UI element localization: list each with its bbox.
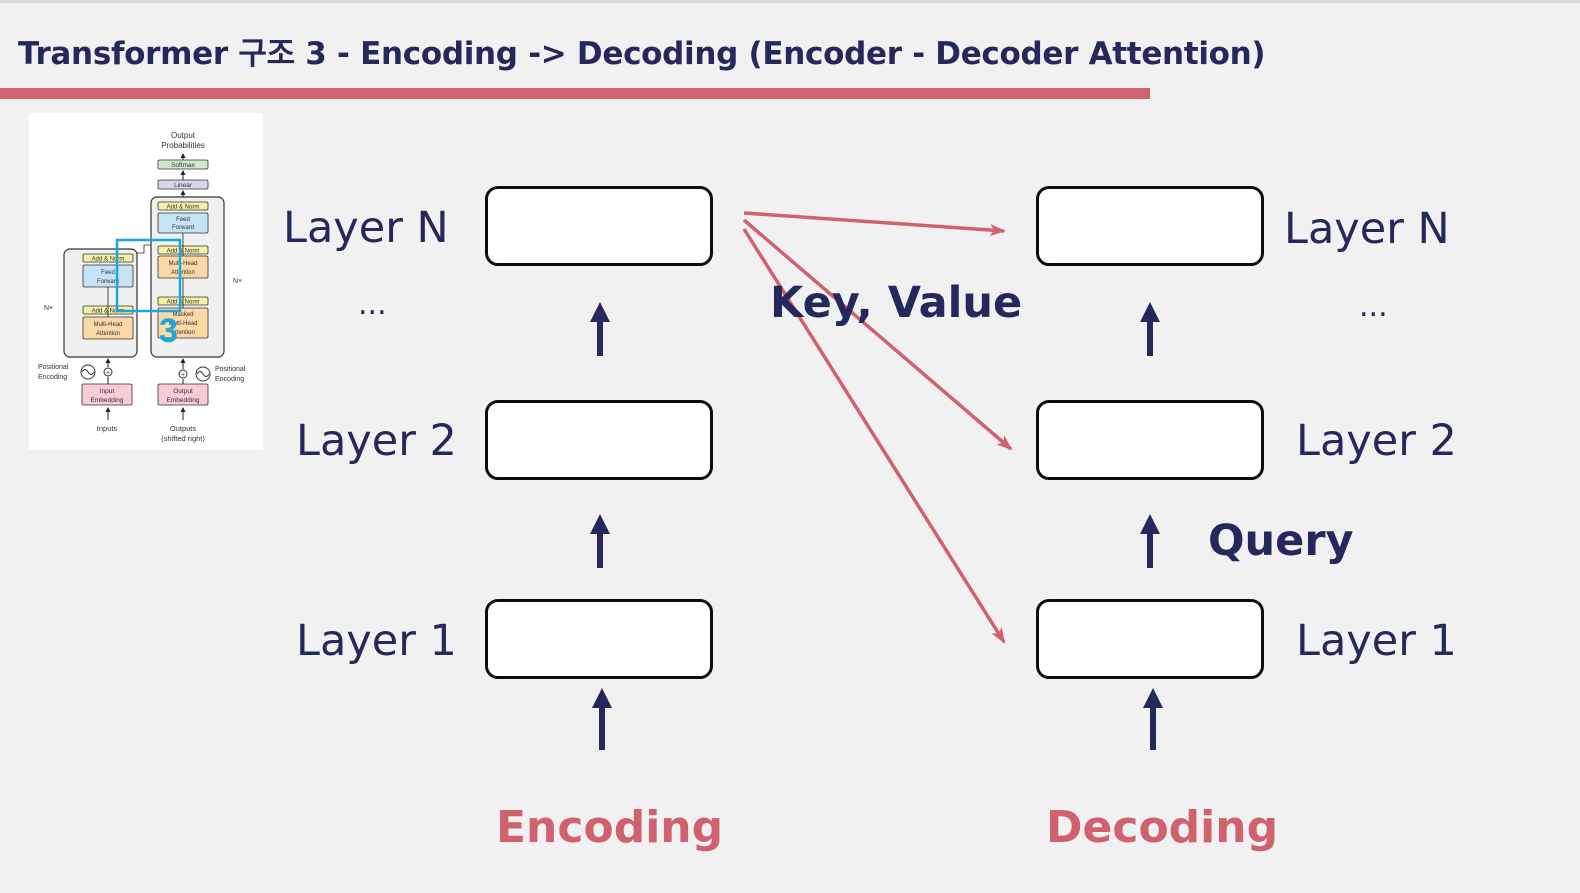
thumb-dec-masked-3: Attention xyxy=(171,330,195,336)
cross-attention-arrow-to-layer-1 xyxy=(742,228,1006,644)
encoder-arrow-into-layer-1 xyxy=(592,688,612,750)
encoder-layer-1-box xyxy=(485,599,713,679)
cross-attention-arrow-to-layer-2 xyxy=(742,218,1013,451)
encoder-layer-n-label: Layer N xyxy=(283,203,449,253)
thumb-enc-feed-2: Forward xyxy=(97,279,119,285)
title-underline-bar xyxy=(0,88,1150,99)
thumb-enc-mha-2: Attention xyxy=(96,331,120,337)
cross-attention-arrow-to-layer-n xyxy=(743,211,1006,237)
thumb-output-emb-1: Output xyxy=(173,388,193,395)
decoder-ellipsis: ... xyxy=(1359,289,1388,324)
thumb-dec-feed-2: Forward xyxy=(172,225,194,231)
thumb-dec-masked-1: Masked xyxy=(172,312,193,318)
encoder-layer-2-label: Layer 2 xyxy=(296,416,457,466)
encoder-arrow-layer-2-to-n xyxy=(590,302,610,356)
transformer-architecture-thumbnail: Output Probabilities Softmax Linear Add … xyxy=(29,113,263,450)
decoder-layer-2-box xyxy=(1036,400,1264,480)
decoding-section-label: Decoding xyxy=(1046,802,1279,853)
key-value-label: Key, Value xyxy=(770,278,1023,328)
thumb-dec-mha-2: Attention xyxy=(171,270,195,276)
thumb-input-emb-2: Embedding xyxy=(91,397,124,404)
thumb-output-probabilities-2: Probabilities xyxy=(161,141,205,150)
thumb-linear-block xyxy=(157,179,209,190)
thumb-step-number: 3 xyxy=(159,312,178,350)
encoder-layer-n-box xyxy=(485,186,713,266)
query-label: Query xyxy=(1208,516,1354,566)
thumb-input-embedding xyxy=(81,383,133,406)
thumb-dec-add-norm-3: Add & Norm xyxy=(167,205,200,211)
svg-text:+: + xyxy=(181,372,185,379)
decoder-arrow-into-layer-1 xyxy=(1143,688,1163,750)
decoder-layer-1-box xyxy=(1036,599,1264,679)
thumb-enc-mha-1: Multi-Head xyxy=(93,322,122,328)
decoder-layer-2-label: Layer 2 xyxy=(1296,416,1457,466)
thumb-outputs-label-2: (shifted right) xyxy=(161,434,205,443)
thumb-dec-positional-1: Positional xyxy=(215,366,246,373)
decoder-layer-n-box xyxy=(1036,186,1264,266)
thumb-linear-label: Linear xyxy=(174,182,193,189)
decoder-layer-n-label: Layer N xyxy=(1284,204,1450,254)
thumb-highlight-outline xyxy=(115,238,182,313)
decoder-arrow-layer-2-to-n xyxy=(1140,302,1160,356)
architecture-figure: Output Probabilities Softmax Linear Add … xyxy=(38,131,246,443)
encoder-layer-1-label: Layer 1 xyxy=(296,616,457,666)
encoding-section-label: Encoding xyxy=(496,802,724,853)
thumb-softmax-label: Softmax xyxy=(171,162,196,169)
thumb-output-probabilities-1: Output xyxy=(171,131,196,140)
thumb-outputs-label-1: Outputs xyxy=(170,424,197,433)
decoder-layer-1-label: Layer 1 xyxy=(1296,616,1457,666)
encoder-ellipsis: ... xyxy=(358,287,387,322)
thumb-input-emb-1: Input xyxy=(100,388,115,395)
slide-title: Transformer 구조 3 - Encoding -> Decoding … xyxy=(18,36,1266,72)
thumb-output-emb-2: Embedding xyxy=(167,397,200,404)
thumb-dec-positional-2: Encoding xyxy=(215,376,244,383)
thumb-output-embedding xyxy=(157,383,209,406)
svg-text:+: + xyxy=(106,370,110,377)
thumb-enc-positional-2: Encoding xyxy=(38,374,67,381)
thumb-dec-masked-2: Multi-Head xyxy=(168,321,197,327)
decoder-arrow-layer-1-to-2 xyxy=(1140,514,1160,568)
thumb-dec-nx: N× xyxy=(233,278,242,285)
thumb-enc-feed-1: Feed xyxy=(101,270,115,276)
thumb-enc-add-norm-2: Add & Norm xyxy=(92,257,125,263)
thumb-inputs-label: Inputs xyxy=(97,424,118,433)
thumb-dec-feed-1: Feed xyxy=(176,217,190,223)
top-border-line xyxy=(0,0,1580,3)
thumb-dec-mha-1: Multi-Head xyxy=(168,261,197,267)
thumb-enc-nx: N× xyxy=(44,305,53,312)
encoder-layer-2-box xyxy=(485,400,713,480)
thumb-enc-positional-1: Positional xyxy=(38,364,69,371)
thumb-softmax-block xyxy=(157,159,209,170)
encoder-arrow-layer-1-to-2 xyxy=(590,514,610,568)
